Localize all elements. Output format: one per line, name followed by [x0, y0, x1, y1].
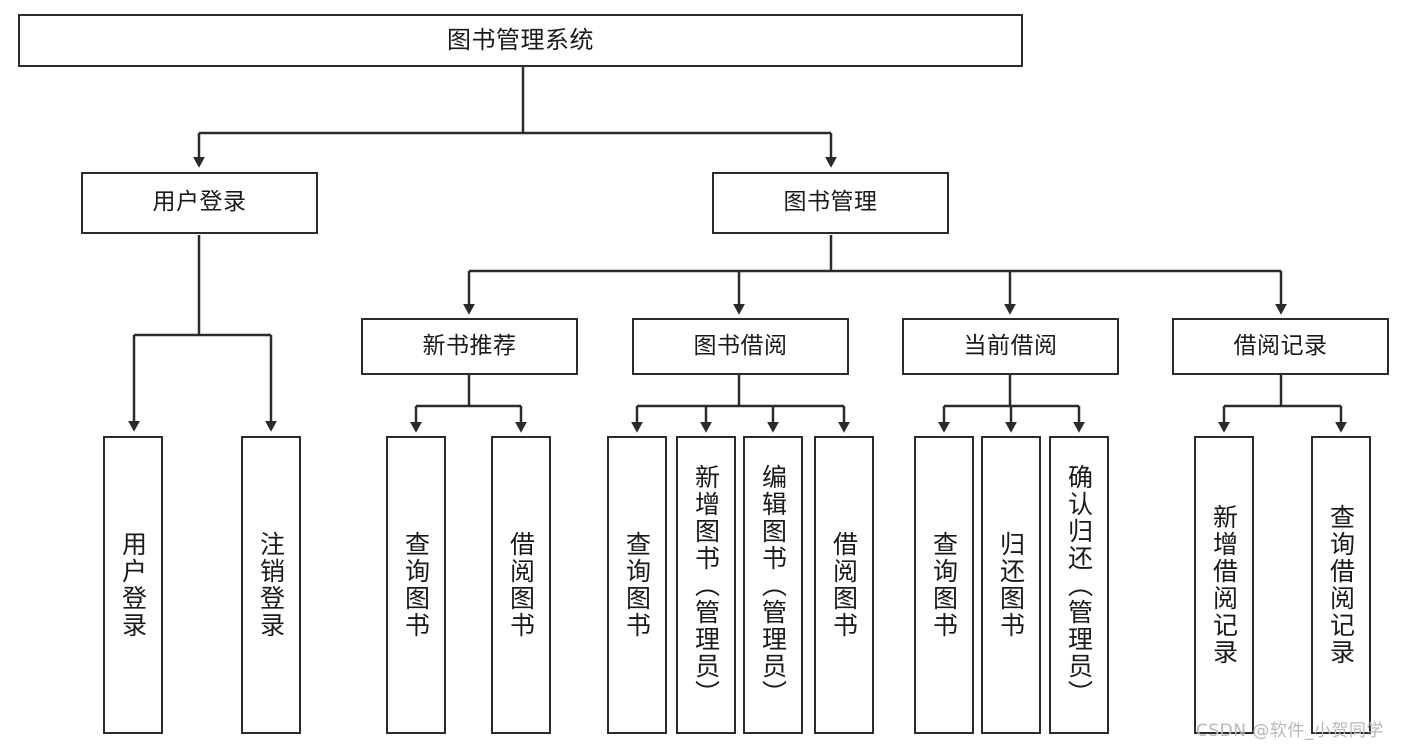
leaf-add-record-label: 新增借阅记录 [1209, 504, 1239, 666]
leaf-add-book[interactable]: 新增图书（管理员） [676, 436, 736, 734]
leaf-user-login-label: 用户登录 [118, 531, 148, 639]
leaf-confirm-return[interactable]: 确认归还（管理员） [1049, 436, 1109, 734]
leaf-borrow-book-1-label: 借阅图书 [506, 531, 536, 639]
leaf-return-book-label: 归还图书 [996, 531, 1026, 639]
node-root-label: 图书管理系统 [447, 26, 594, 55]
leaf-confirm-return-label: 确认归还（管理员） [1064, 463, 1094, 707]
leaf-query-book-1[interactable]: 查询图书 [386, 436, 446, 734]
node-current-borrow-label: 当前借阅 [963, 332, 1058, 359]
leaf-query-book-2-label: 查询图书 [622, 531, 652, 639]
node-book-borrow-label: 图书借阅 [693, 332, 788, 359]
leaf-add-book-label: 新增图书（管理员） [691, 463, 721, 707]
node-book-manage-label: 图书管理 [783, 189, 878, 216]
node-new-book-rec-label: 新书推荐 [422, 332, 517, 359]
csdn-watermark: CSDN @软件_小贺同学 [1196, 721, 1384, 741]
leaf-logout-label: 注销登录 [256, 531, 286, 639]
leaf-return-book[interactable]: 归还图书 [981, 436, 1041, 734]
node-borrow-record[interactable]: 借阅记录 [1172, 318, 1389, 375]
leaf-query-record[interactable]: 查询借阅记录 [1311, 436, 1371, 734]
node-book-borrow[interactable]: 图书借阅 [632, 318, 849, 375]
node-new-book-rec[interactable]: 新书推荐 [361, 318, 578, 375]
leaf-query-book-2[interactable]: 查询图书 [607, 436, 667, 734]
leaf-user-login[interactable]: 用户登录 [103, 436, 163, 734]
leaf-logout[interactable]: 注销登录 [241, 436, 301, 734]
leaf-borrow-book-2-label: 借阅图书 [829, 531, 859, 639]
leaf-edit-book[interactable]: 编辑图书（管理员） [743, 436, 803, 734]
node-book-manage[interactable]: 图书管理 [712, 172, 949, 234]
node-current-borrow[interactable]: 当前借阅 [902, 318, 1119, 375]
leaf-query-book-3[interactable]: 查询图书 [914, 436, 974, 734]
node-user-login[interactable]: 用户登录 [81, 172, 318, 234]
leaf-query-book-3-label: 查询图书 [929, 531, 959, 639]
leaf-edit-book-label: 编辑图书（管理员） [758, 463, 788, 707]
leaf-borrow-book-1[interactable]: 借阅图书 [491, 436, 551, 734]
leaf-query-book-1-label: 查询图书 [401, 531, 431, 639]
leaf-add-record[interactable]: 新增借阅记录 [1194, 436, 1254, 734]
leaf-query-record-label: 查询借阅记录 [1326, 504, 1356, 666]
node-borrow-record-label: 借阅记录 [1233, 332, 1328, 359]
leaf-borrow-book-2[interactable]: 借阅图书 [814, 436, 874, 734]
node-user-login-label: 用户登录 [152, 189, 247, 216]
node-root[interactable]: 图书管理系统 [18, 14, 1023, 67]
